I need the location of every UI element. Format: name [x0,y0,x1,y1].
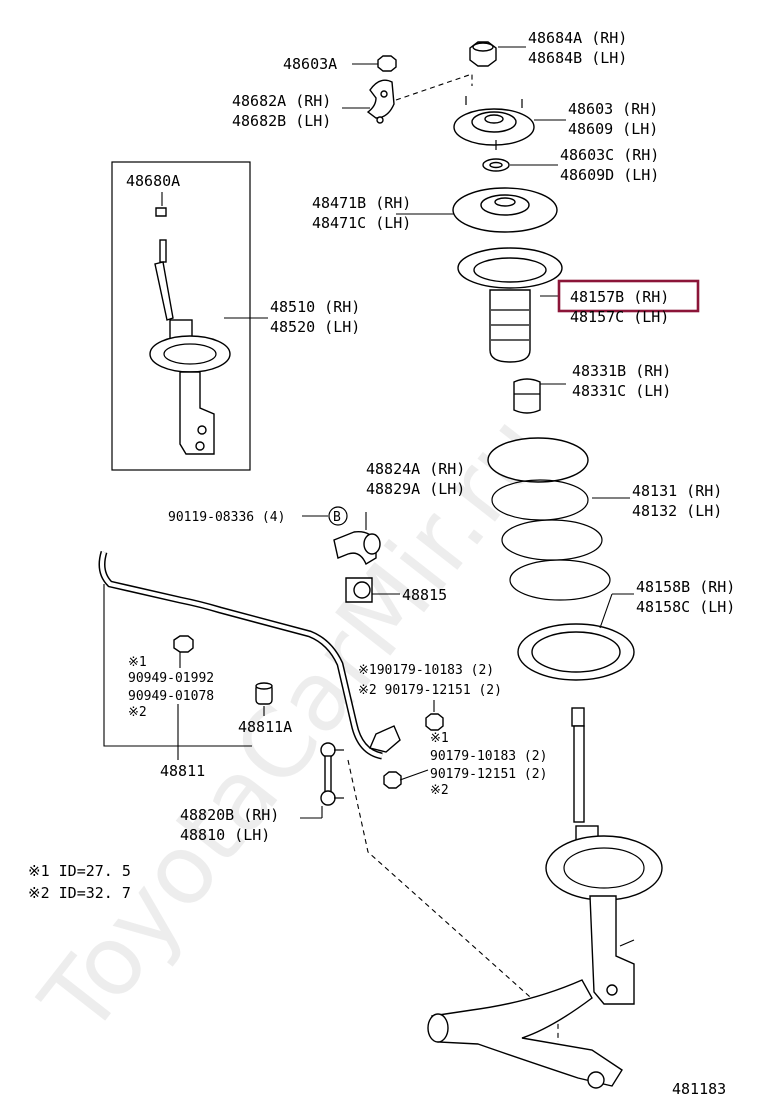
label-48609d: 48609D (LH) [560,166,659,184]
stabilizer-bushing-48815[interactable] [345,577,373,603]
spring-seat-48471[interactable] [452,187,558,233]
dashed-link-top [395,73,473,101]
label-48811a: 48811A [238,718,292,736]
bushing-48811a[interactable] [255,682,273,705]
label-90179-10183: 90179-10183 (2) [430,749,547,764]
label-48158c: 48158C (LH) [636,598,735,616]
label-48603a: 48603A [283,55,337,73]
note1-b: ※1 [430,731,449,746]
note2-a: ※2 [128,705,147,720]
nut-90179-b[interactable] [383,771,402,789]
label-48331b: 48331B (RH) [572,362,671,380]
label-48157c: 48157C (LH) [570,308,669,326]
shock-absorber-48510[interactable] [149,207,231,455]
label-48157b[interactable]: 48157B (RH) [570,288,669,306]
bracket-48682[interactable] [366,79,395,124]
label-48603c: 48603C (RH) [560,146,659,164]
label-48824a: 48824A (RH) [366,460,465,478]
label-48684a: 48684A (RH) [528,29,627,47]
leader-90179-bottom [399,769,429,781]
watermark-text: ToyotaCarMir.ru [19,395,569,1055]
label-48331c: 48331C (LH) [572,382,671,400]
label-48820b: 48820B (RH) [180,806,279,824]
highlight-box-48157b[interactable] [557,279,700,313]
diagram-id: 481183 [672,1080,726,1098]
spring-insulator-48158[interactable] [517,623,635,681]
stabilizer-bar-48811[interactable] [98,550,401,760]
legend-note1: ※1 ID=27. 5 [28,862,131,880]
mount-cap-nut[interactable] [469,41,497,67]
label-48682a: 48682A (RH) [232,92,331,110]
label-48829a: 48829A (LH) [366,480,465,498]
label-48131: 48131 (RH) [632,482,722,500]
label-48471c: 48471C (LH) [312,214,411,232]
label-48132: 48132 (LH) [632,502,722,520]
dashed-link-bottom [347,759,559,1042]
ref-label-b: B [333,510,341,525]
label-48684b: 48684B (LH) [528,49,627,67]
label-48815: 48815 [402,586,447,604]
nut-48603a[interactable] [377,55,397,72]
nut-90179-a[interactable] [425,713,444,731]
label-48471b: 48471B (RH) [312,194,411,212]
upper-support-48603[interactable] [453,96,535,150]
shock-absorber-frame [111,161,251,471]
ref-circle-b [328,506,348,526]
label-90179-12151-top: ※2 90179-12151 (2) [358,683,502,698]
legend-note2: ※2 ID=32. 7 [28,884,131,902]
label-90179-12151: 90179-12151 (2) [430,767,547,782]
leader-48811 [103,584,252,747]
label-90119: 90119-08336 (4) [168,510,285,525]
label-48510: 48510 (RH) [270,298,360,316]
leader-48158-b [599,593,613,629]
label-48609: 48609 (LH) [568,120,658,138]
stabilizer-link-48820b[interactable] [320,742,344,806]
strut-assembly[interactable] [545,707,663,1005]
label-48520: 48520 (LH) [270,318,360,336]
bump-stopper-48331[interactable] [513,378,541,414]
note1-a: ※1 [128,655,147,670]
label-48810: 48810 (LH) [180,826,270,844]
nut-90949[interactable] [173,635,194,653]
bellows-48157[interactable] [457,247,563,363]
label-90179-10183-top: ※190179-10183 (2) [358,663,494,678]
label-48158b: 48158B (RH) [636,578,735,596]
label-48680a: 48680A [126,172,180,190]
coil-spring-48131[interactable] [487,437,611,601]
lower-arm[interactable] [427,979,623,1089]
label-48603: 48603 (RH) [568,100,658,118]
stabilizer-bracket-48824[interactable] [333,531,381,566]
label-90949-01078: 90949-01078 [128,689,214,704]
label-48682b: 48682B (LH) [232,112,331,130]
note2-b: ※2 [430,783,449,798]
washer-48603c[interactable] [482,158,510,172]
label-48811: 48811 [160,762,205,780]
label-90949-01992: 90949-01992 [128,671,214,686]
